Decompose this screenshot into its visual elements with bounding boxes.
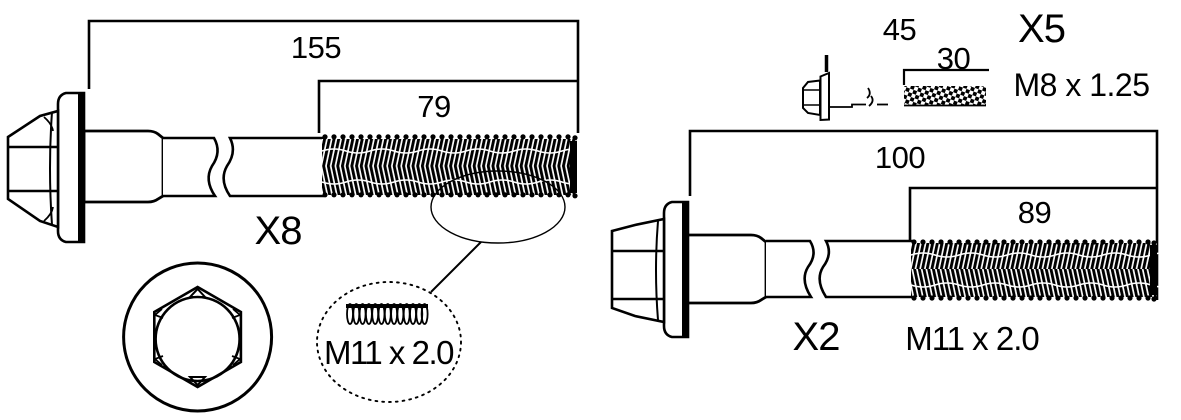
svg-text:100: 100: [875, 140, 925, 175]
svg-text:M8 x 1.25: M8 x 1.25: [1013, 67, 1149, 103]
svg-text:X8: X8: [255, 209, 302, 253]
svg-text:79: 79: [417, 89, 450, 124]
svg-text:155: 155: [291, 30, 341, 65]
svg-text:M11 x 2.0: M11 x 2.0: [324, 334, 454, 371]
svg-text:45: 45: [883, 12, 916, 47]
svg-text:M11 x 2.0: M11 x 2.0: [905, 320, 1039, 357]
svg-text:89: 89: [1018, 195, 1051, 230]
svg-text:X2: X2: [793, 315, 840, 359]
svg-text:X5: X5: [1018, 7, 1065, 51]
